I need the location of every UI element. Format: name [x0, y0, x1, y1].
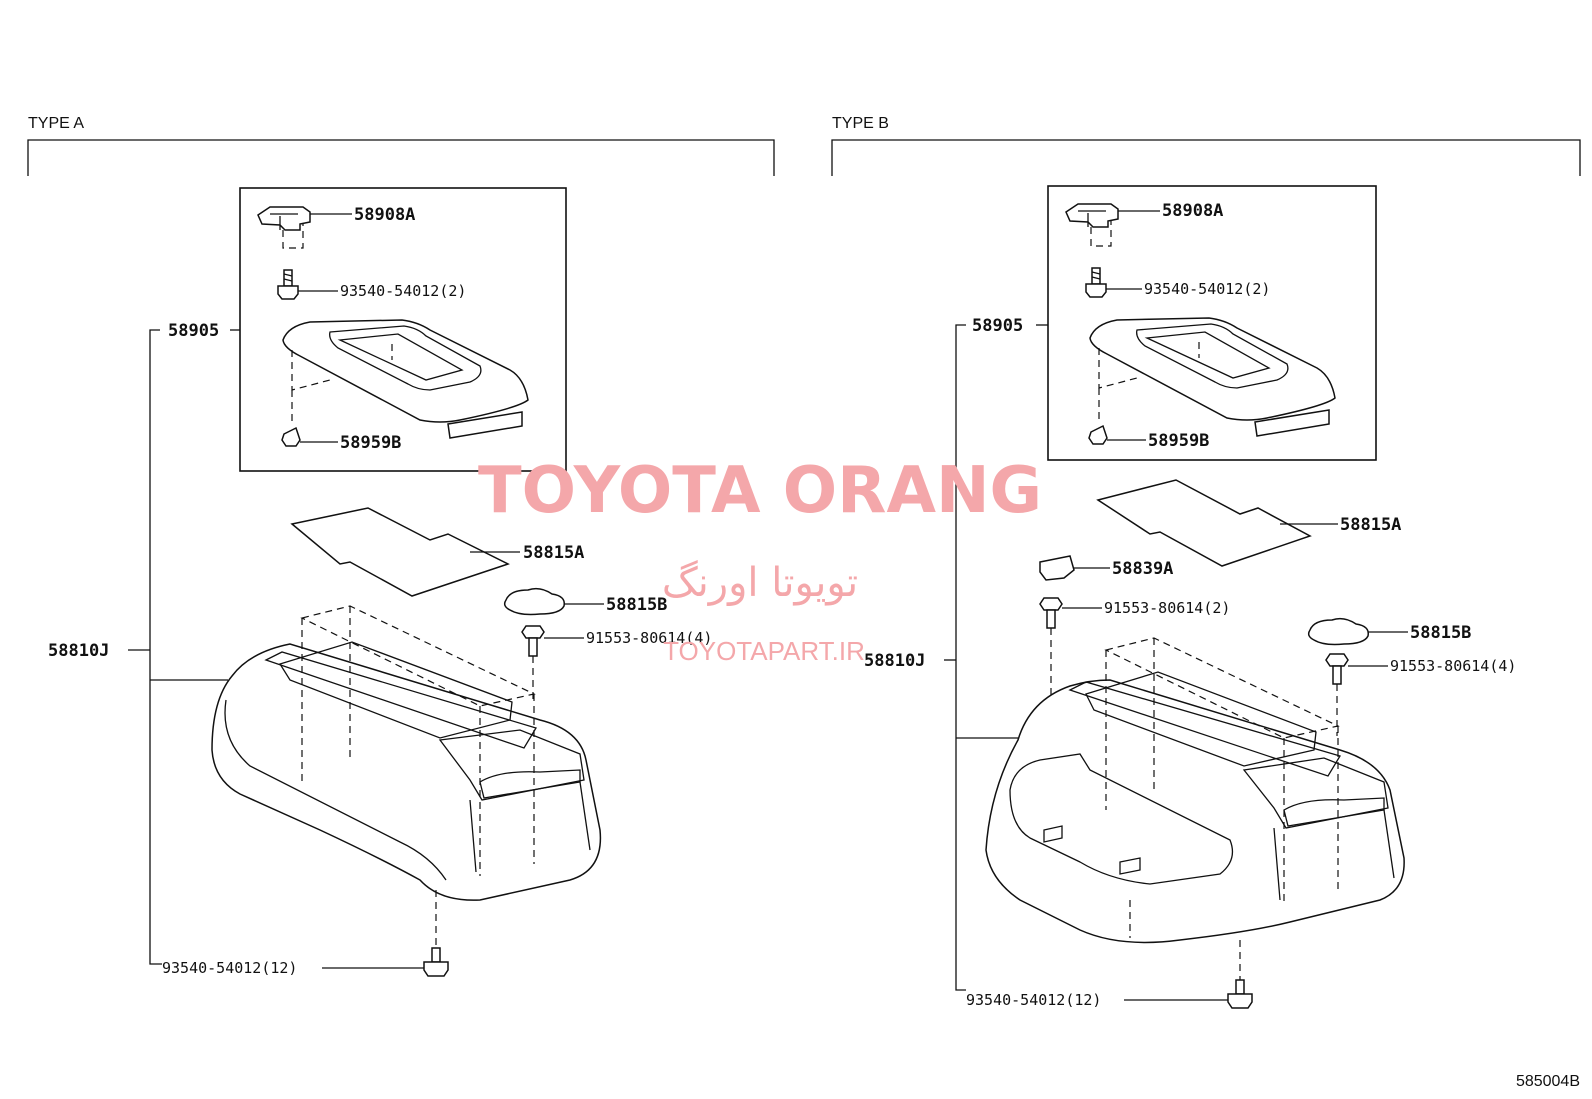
type-a-clip-58959b: [281, 390, 301, 447]
type-b-label-58959b: 58959B: [1148, 431, 1209, 451]
type-a-mat-58815a: [290, 507, 510, 597]
type-b-label-58839a: 58839A: [1112, 559, 1173, 579]
type-b-cap-58839a: [1039, 555, 1075, 581]
type-a-bolt-small: [277, 269, 299, 300]
type-b-section: TYPE B 58908A 93540-54012(2): [831, 115, 1581, 1009]
type-a-bolt-91553: [521, 625, 545, 700]
type-b-mat-58815a: [1096, 479, 1312, 567]
type-a-section: TYPE A 58908A 93540-54012(2): [27, 115, 775, 977]
type-b-vertical-bracket: [955, 324, 966, 991]
type-a-label-58815b: 58815B: [606, 595, 667, 615]
type-b-console-58810j: [985, 637, 1405, 994]
type-b-pad-58815b: [1307, 617, 1369, 646]
type-a-vertical-bracket: [149, 329, 162, 965]
type-b-title: TYPE B: [832, 115, 889, 132]
type-a-lid-58905: [282, 319, 529, 439]
type-a-bracket: [27, 139, 775, 176]
type-b-label-58810j: 58810J: [864, 651, 925, 671]
type-a-label-93540-large: 93540-54012(12): [162, 959, 297, 977]
type-b-label-58815b: 58815B: [1410, 623, 1471, 643]
type-b-inset-box: [1047, 185, 1377, 461]
type-b-bolt-small: [1085, 267, 1107, 298]
type-b-bolt-91553-4: [1325, 653, 1349, 736]
type-b-label-91553-2: 91553-80614(2): [1104, 599, 1230, 617]
type-a-console-58810j: [211, 605, 602, 950]
watermark-line3: TOYOTAPART.IR: [663, 636, 865, 666]
type-a-pad-58815b: [503, 587, 565, 616]
diagram-id: 585004B: [1516, 1073, 1580, 1090]
watermark-line2: تویوتا اورنگ: [662, 560, 858, 606]
type-b-lid-58905: [1089, 317, 1336, 437]
type-b-label-91553-4: 91553-80614(4): [1390, 657, 1516, 675]
type-b-label-58908a: 58908A: [1162, 201, 1223, 221]
type-a-label-58815a: 58815A: [523, 543, 584, 563]
type-a-label-58810j: 58810J: [48, 641, 109, 661]
type-b-label-93540-large: 93540-54012(12): [966, 991, 1101, 1009]
type-b-bolt-bottom: [1227, 979, 1253, 1009]
type-a-label-58959b: 58959B: [340, 433, 401, 453]
type-a-label-58908a: 58908A: [354, 205, 415, 225]
type-a-title: TYPE A: [28, 115, 84, 132]
type-a-label-93540-small: 93540-54012(2): [340, 282, 466, 300]
type-b-label-58905: 58905: [972, 316, 1023, 336]
type-b-label-58815a: 58815A: [1340, 515, 1401, 535]
type-b-clip-58959b: [1088, 388, 1108, 445]
watermark: TOYOTA ORANG تویوتا اورنگ TOYOTAPART.IR: [478, 454, 1042, 666]
type-b-clip-58908a: [1065, 203, 1119, 247]
type-b-label-93540-small: 93540-54012(2): [1144, 280, 1270, 298]
type-a-clip-58908a: [257, 206, 311, 249]
type-a-label-91553: 91553-80614(4): [586, 629, 712, 647]
type-b-bracket: [831, 139, 1581, 176]
watermark-line1: TOYOTA ORANG: [478, 454, 1042, 528]
type-a-bolt-bottom: [423, 947, 449, 977]
type-a-label-58905: 58905: [168, 321, 219, 341]
